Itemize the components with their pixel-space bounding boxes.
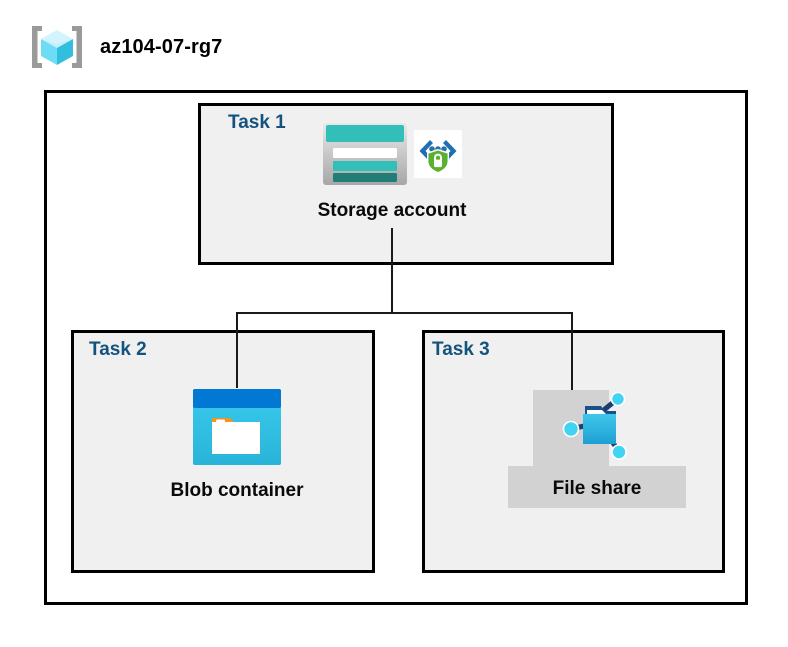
task-1-label: Task 1 xyxy=(228,112,286,133)
storage-account-label: Storage account xyxy=(317,200,467,221)
node-blob-container[interactable]: Blob container xyxy=(137,388,337,500)
resource-group-header: az104-07-rg7 xyxy=(28,24,222,70)
file-share-icon-group xyxy=(561,391,633,467)
storage-account-icon-group xyxy=(322,122,462,191)
storage-account-icon xyxy=(322,122,408,191)
resource-group-icon xyxy=(28,24,86,70)
file-share-icon xyxy=(561,391,633,467)
connector-to-file-share xyxy=(571,312,573,394)
connector-storage-trunk xyxy=(391,228,393,314)
node-file-share[interactable]: File share xyxy=(497,391,697,499)
file-share-label: File share xyxy=(552,478,642,499)
resource-group-title: az104-07-rg7 xyxy=(100,36,223,58)
private-endpoint-icon xyxy=(414,130,462,183)
connector-horizontal-bus xyxy=(236,312,573,314)
blob-container-label: Blob container xyxy=(170,480,304,501)
connector-to-blob-container xyxy=(236,312,238,388)
blob-container-icon-group xyxy=(192,388,282,471)
blob-container-icon xyxy=(192,388,282,471)
task-2-label: Task 2 xyxy=(89,339,147,360)
node-storage-account[interactable]: Storage account xyxy=(292,122,492,220)
task-3-label: Task 3 xyxy=(432,339,490,360)
file-share-label-highlight xyxy=(508,466,686,508)
